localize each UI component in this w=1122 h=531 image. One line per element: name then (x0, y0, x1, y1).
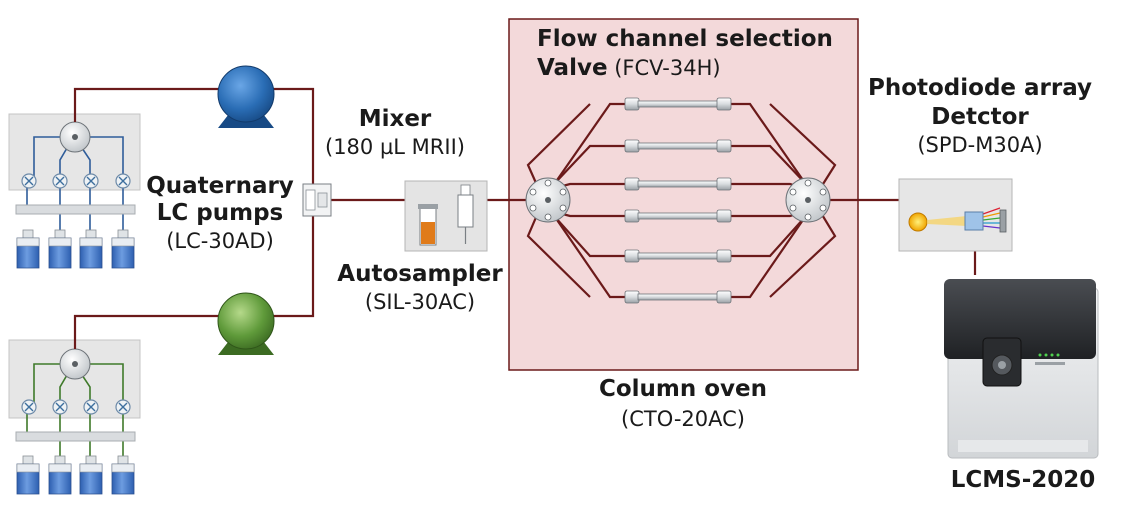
pda-detector-icon (898, 178, 1013, 252)
solvent-unit-blue (8, 113, 141, 269)
autosampler-model: (SIL-30AC) (364, 290, 476, 314)
valve-label: Flow channel selection Valve (FCV-34H) (537, 28, 833, 80)
oven-model: (CTO-20AC) (621, 407, 745, 431)
valve-model: (FCV-34H) (614, 56, 721, 80)
pumps-name-line2: LC pumps (156, 200, 284, 226)
mixer-icon (302, 183, 332, 217)
selection-valve-icon-left (525, 177, 571, 223)
mixer-model: (180 µL MRII) (325, 135, 465, 159)
oven-name: Column oven (598, 376, 768, 402)
selection-valve-icon-right (785, 177, 831, 223)
ms-name: LCMS-2020 (950, 467, 1096, 493)
autosampler-name: Autosampler (337, 261, 503, 287)
mixer-name: Mixer (358, 106, 432, 132)
autosampler-label: Autosampler (SIL-30AC) (330, 263, 510, 313)
detector-model: (SPD-M30A) (917, 133, 1043, 157)
oven-label: Column oven (CTO-20AC) (583, 378, 783, 430)
valve-name-line1: Flow channel selection (537, 26, 833, 52)
solvent-unit-green (8, 339, 141, 495)
pumps-label: Quaternary LC pumps (LC-30AD) (142, 175, 298, 252)
pumps-model: (LC-30AD) (166, 229, 274, 253)
mass-spectrometer-icon (944, 279, 1099, 459)
detector-label: Photodiode array Detctor (SPD-M30A) (862, 77, 1098, 156)
detector-name-line2: Detctor (931, 104, 1029, 130)
pump-icon-green (217, 292, 275, 355)
mixer-label: Mixer (180 µL MRII) (310, 108, 480, 158)
autosampler-icon (404, 180, 488, 252)
detector-name-line1: Photodiode array (867, 75, 1093, 101)
ms-label: LCMS-2020 (938, 469, 1108, 492)
pumps-name-line1: Quaternary (146, 173, 294, 199)
pump-icon-blue (217, 65, 275, 128)
valve-name-line2: Valve (537, 55, 608, 81)
